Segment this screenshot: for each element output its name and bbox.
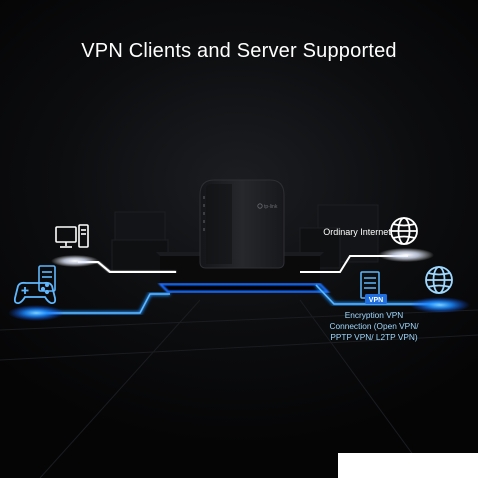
page-title: VPN Clients and Server Supported	[81, 40, 397, 62]
globe-glow-pad	[378, 248, 434, 262]
gamepad-glow-pad	[8, 305, 64, 321]
desktop-computer-icon	[55, 224, 89, 248]
floor-lines	[0, 299, 478, 478]
svg-text:tp-link: tp-link	[264, 204, 278, 210]
vpn-server-icon: VPN	[360, 271, 387, 304]
vpn-globe-icon	[425, 266, 453, 294]
vpn-badge-text: VPN	[369, 297, 383, 304]
globe-icon	[390, 217, 418, 245]
footer-white-bar	[338, 453, 478, 478]
ordinary-internet-label: Ordinary Internet	[323, 227, 391, 237]
router-icon: tp-link	[199, 179, 285, 269]
pc-glow-pad	[51, 255, 99, 267]
vpn-globe-glow-pad	[410, 297, 470, 313]
background-blocks	[111, 204, 379, 273]
vpn-connection-lines	[36, 283, 440, 315]
game-controller-icon	[13, 281, 57, 305]
encryption-vpn-label: Encryption VPN Connection (Open VPN/ PPT…	[329, 310, 419, 342]
